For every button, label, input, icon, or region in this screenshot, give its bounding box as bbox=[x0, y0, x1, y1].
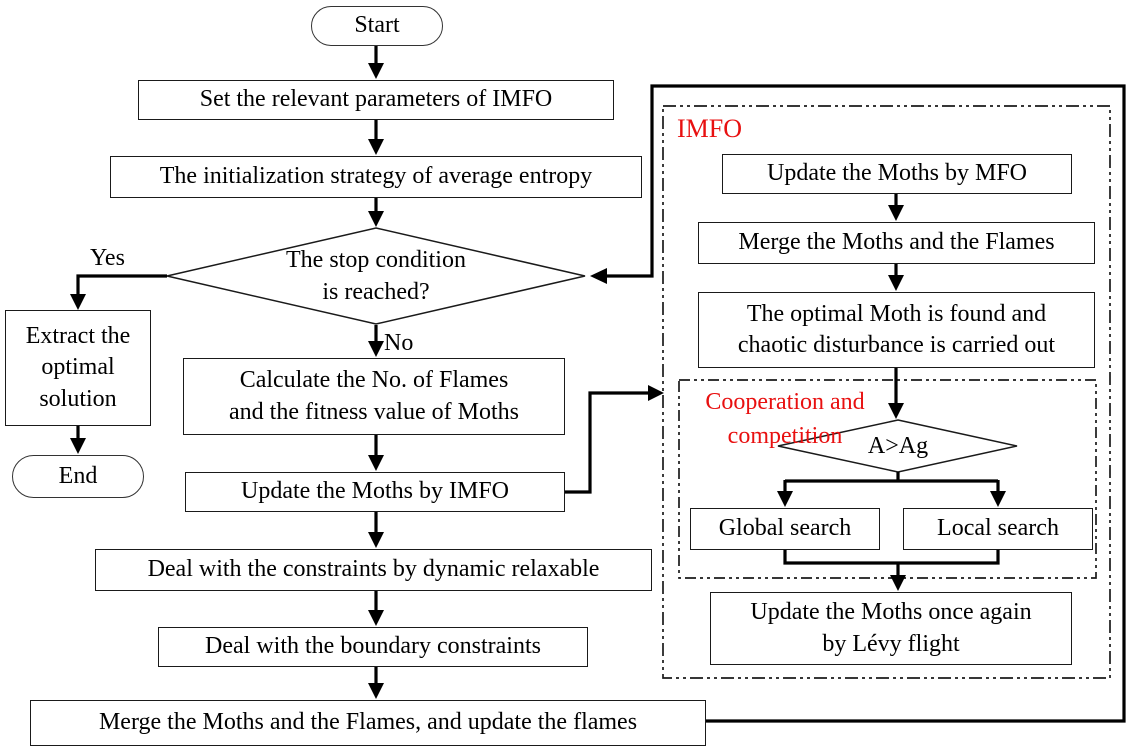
cooperation-group-frame bbox=[678, 379, 1097, 579]
set-parameters-label: Set the relevant parameters of IMFO bbox=[199, 86, 553, 113]
calculate-line2: and the fitness value of Moths bbox=[229, 398, 519, 425]
stop-condition-line2: is reached? bbox=[322, 279, 430, 305]
condition-split-arrows bbox=[777, 472, 1006, 507]
search-merge-arrow bbox=[783, 550, 1000, 591]
levy-flight-line1: Update the Moths once again bbox=[750, 599, 1032, 626]
merge-moths-flames-step: Merge the Moths and the Flames bbox=[698, 222, 1095, 264]
optimal-moth-line2: chaotic disturbance is carried out bbox=[737, 332, 1056, 358]
optimal-moth-line1: The optimal Moth is found and bbox=[746, 300, 1047, 327]
initialization-strategy-label: The initialization strategy of average e… bbox=[159, 163, 593, 190]
local-search-step: Local search bbox=[903, 508, 1093, 550]
stop-condition-text: The stop condition is reached? bbox=[226, 238, 526, 314]
global-search-label: Global search bbox=[718, 515, 852, 542]
imfo-to-cooperation-arrow bbox=[565, 385, 664, 494]
extract-line1: Extract the bbox=[25, 323, 131, 350]
update-moths-imfo-label: Update the Moths by IMFO bbox=[241, 478, 509, 505]
local-search-label: Local search bbox=[937, 515, 1059, 542]
calculate-flames-step: Calculate the No. of Flames and the fitn… bbox=[183, 358, 565, 435]
global-search-step: Global search bbox=[690, 508, 880, 550]
yes-branch-arrow bbox=[70, 274, 167, 310]
boundary-constraints-step: Deal with the boundary constraints bbox=[158, 627, 588, 667]
merge-moths-flames-label: Merge the Moths and the Flames bbox=[738, 229, 1055, 256]
update-moths-mfo-label: Update the Moths by MFO bbox=[767, 160, 1027, 187]
extract-line3: solution bbox=[39, 385, 117, 412]
dynamic-relaxable-label: Deal with the constraints by dynamic rel… bbox=[147, 556, 600, 583]
stop-condition-line1: The stop condition bbox=[286, 246, 466, 273]
end-label: End bbox=[58, 462, 98, 489]
cooperation-group-label: Cooperation and competition bbox=[685, 384, 885, 456]
update-moths-imfo-step: Update the Moths by IMFO bbox=[185, 472, 565, 512]
stop-condition-diamond bbox=[166, 227, 586, 325]
dynamic-relaxable-step: Deal with the constraints by dynamic rel… bbox=[95, 549, 652, 591]
merge-and-update-flames-step: Merge the Moths and the Flames, and upda… bbox=[30, 700, 706, 746]
start-terminal: Start bbox=[311, 6, 443, 46]
optimal-moth-step: The optimal Moth is found and chaotic di… bbox=[698, 292, 1095, 368]
levy-flight-step: Update the Moths once again by Lévy flig… bbox=[710, 592, 1072, 665]
no-branch-label: No bbox=[384, 330, 414, 356]
flow-arrows bbox=[70, 46, 904, 699]
cooperation-label-line2: competition bbox=[727, 423, 843, 449]
start-label: Start bbox=[354, 12, 400, 39]
extract-solution-step: Extract the optimal solution bbox=[5, 310, 151, 426]
extract-line2: optimal bbox=[41, 354, 115, 381]
set-parameters-step: Set the relevant parameters of IMFO bbox=[138, 80, 614, 120]
imfo-group-label: IMFO bbox=[677, 114, 743, 143]
imfo-group-frame bbox=[662, 105, 1111, 679]
end-terminal: End bbox=[12, 455, 144, 498]
merge-and-update-flames-label: Merge the Moths and the Flames, and upda… bbox=[98, 709, 638, 736]
cooperation-label-line1: Cooperation and bbox=[705, 389, 865, 416]
a-ag-label: A>Ag bbox=[867, 432, 929, 459]
initialization-strategy-step: The initialization strategy of average e… bbox=[110, 156, 642, 198]
yes-branch-label: Yes bbox=[90, 245, 125, 271]
a-ag-condition-text: A>Ag bbox=[838, 430, 958, 462]
update-moths-mfo-step: Update the Moths by MFO bbox=[722, 154, 1072, 194]
levy-flight-line2: by Lévy flight bbox=[822, 630, 960, 657]
feedback-loop-arrow bbox=[590, 84, 1126, 723]
calculate-line1: Calculate the No. of Flames bbox=[239, 367, 509, 394]
boundary-constraints-label: Deal with the boundary constraints bbox=[205, 633, 541, 660]
